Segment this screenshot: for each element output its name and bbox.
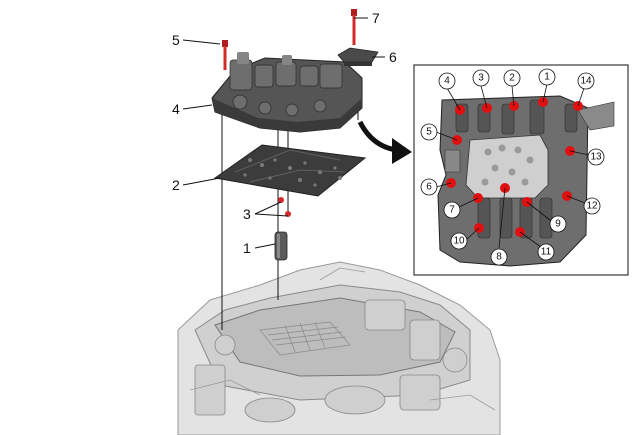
check-balls-3 bbox=[278, 197, 291, 217]
detail-callout-4: 4 bbox=[444, 76, 450, 87]
detent-bracket-6 bbox=[337, 47, 379, 66]
detail-callout-11: 11 bbox=[541, 247, 552, 258]
callout-1: 1 bbox=[243, 240, 251, 256]
detail-callout-10: 10 bbox=[453, 236, 465, 247]
detail-callout-13: 13 bbox=[590, 152, 602, 163]
callout-7: 7 bbox=[372, 10, 380, 26]
bolt-7 bbox=[351, 9, 357, 45]
detail-callout-8: 8 bbox=[496, 252, 502, 263]
detail-callout-9: 9 bbox=[555, 219, 561, 230]
callout-5: 5 bbox=[172, 32, 180, 48]
callout-3: 3 bbox=[243, 206, 251, 222]
callout-4: 4 bbox=[172, 101, 180, 117]
transmission-case bbox=[177, 261, 501, 435]
callout-2: 2 bbox=[172, 177, 180, 193]
detail-callout-3: 3 bbox=[478, 73, 484, 84]
detail-inset: 1 2 3 4 5 6 7 8 9 10 11 12 13 14 bbox=[413, 64, 629, 276]
detail-callout-14: 14 bbox=[580, 76, 592, 87]
detail-callout-7: 7 bbox=[449, 205, 455, 216]
detail-callout-circles bbox=[420, 68, 605, 266]
detail-callout-5: 5 bbox=[426, 127, 432, 138]
callouts bbox=[182, 17, 385, 249]
detail-callout-labels: 1 2 3 4 5 6 7 8 9 10 11 12 13 14 bbox=[426, 72, 602, 263]
callout-6: 6 bbox=[389, 49, 397, 65]
detail-callout-1: 1 bbox=[544, 72, 550, 83]
detail-callout-2: 2 bbox=[509, 73, 515, 84]
curved-arrow-icon bbox=[357, 120, 412, 164]
bolt-5 bbox=[222, 40, 228, 70]
callout-labels: 5 7 6 4 2 3 1 bbox=[172, 10, 397, 256]
detail-callout-12: 12 bbox=[586, 201, 598, 212]
tube-1 bbox=[274, 231, 288, 261]
detail-callout-6: 6 bbox=[426, 182, 432, 193]
separator-plate-gasket bbox=[213, 144, 367, 197]
valve-body bbox=[211, 52, 363, 133]
